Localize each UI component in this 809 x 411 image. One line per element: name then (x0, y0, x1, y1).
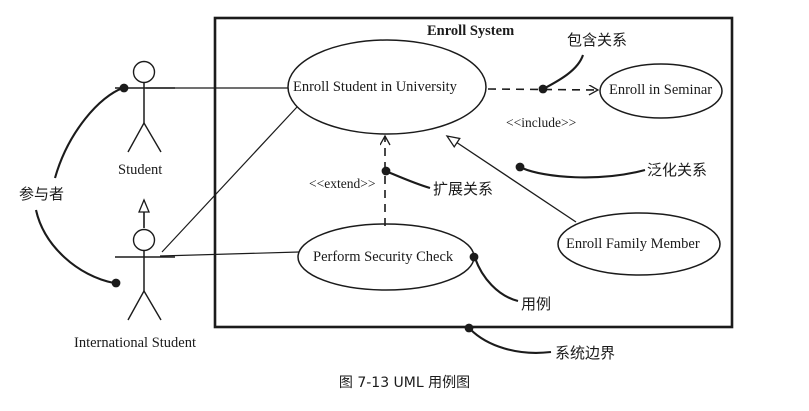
callout-use-case-dot (469, 252, 479, 262)
callout-generalization-leader (521, 167, 646, 179)
annotation-include-relationship: 包含关系 (567, 31, 628, 49)
association-intl-student-to-enroll-university (161, 106, 298, 253)
stereotype-include: <<include>> (506, 115, 577, 130)
use-case-label-enroll-in-seminar: Enroll in Seminar (609, 82, 713, 98)
stereotype-extend: <<extend>> (309, 176, 376, 191)
callout-actor-upper-dot (119, 83, 129, 93)
use-case-enroll-student-in-university[interactable] (287, 39, 487, 135)
actor-student[interactable] (115, 60, 175, 153)
callout-system-boundary-dot (464, 323, 474, 333)
annotation-system-boundary: 系统边界 (555, 344, 616, 362)
actor-international-student-leg-right (143, 290, 162, 321)
system-boundary-title: Enroll System (427, 23, 515, 39)
callout-actor-lower-dot (111, 278, 121, 288)
actor-international-student[interactable] (115, 228, 175, 321)
callout-system-boundary-leader (469, 328, 552, 354)
callout-use-case-leader (474, 257, 519, 303)
use-case-enroll-family-member[interactable] (557, 212, 721, 276)
annotation-extend-relationship: 扩展关系 (433, 180, 494, 198)
actor-student-leg-left (127, 122, 145, 153)
callout-extend-leader (387, 171, 431, 190)
callout-include-dot (538, 84, 548, 94)
include-dependency-arrow (487, 89, 598, 90)
callout-include-leader (544, 54, 584, 89)
figure-caption: 图 7-13 UML 用例图 (338, 375, 471, 391)
association-intl-student-to-security-check (159, 251, 300, 257)
use-case-label-perform-security-check: Perform Security Check (313, 249, 454, 265)
usecase-generalization-line (445, 135, 577, 223)
actor-international-student-leg-left (127, 290, 145, 321)
callout-actor-upper-leader (53, 87, 124, 179)
use-case-label-enroll-family-member: Enroll Family Member (566, 236, 700, 252)
annotation-use-case: 用例 (521, 295, 552, 313)
callout-actor-lower-leader (34, 209, 115, 285)
actor-label-student: Student (118, 162, 163, 178)
actor-label-international-student: International Student (74, 335, 197, 351)
actor-international-student-head (132, 228, 156, 252)
annotation-actor: 参与者 (19, 185, 65, 203)
system-boundary-box (213, 16, 734, 329)
callout-extend-dot (381, 166, 391, 176)
actor-student-leg-right (143, 122, 162, 153)
actor-student-head (132, 60, 156, 84)
annotation-generalization-relationship: 泛化关系 (647, 161, 708, 179)
use-case-enroll-in-seminar[interactable] (599, 63, 723, 119)
use-case-label-enroll-student-in-university: Enroll Student in University (293, 79, 457, 95)
callout-generalization-dot (515, 162, 525, 172)
